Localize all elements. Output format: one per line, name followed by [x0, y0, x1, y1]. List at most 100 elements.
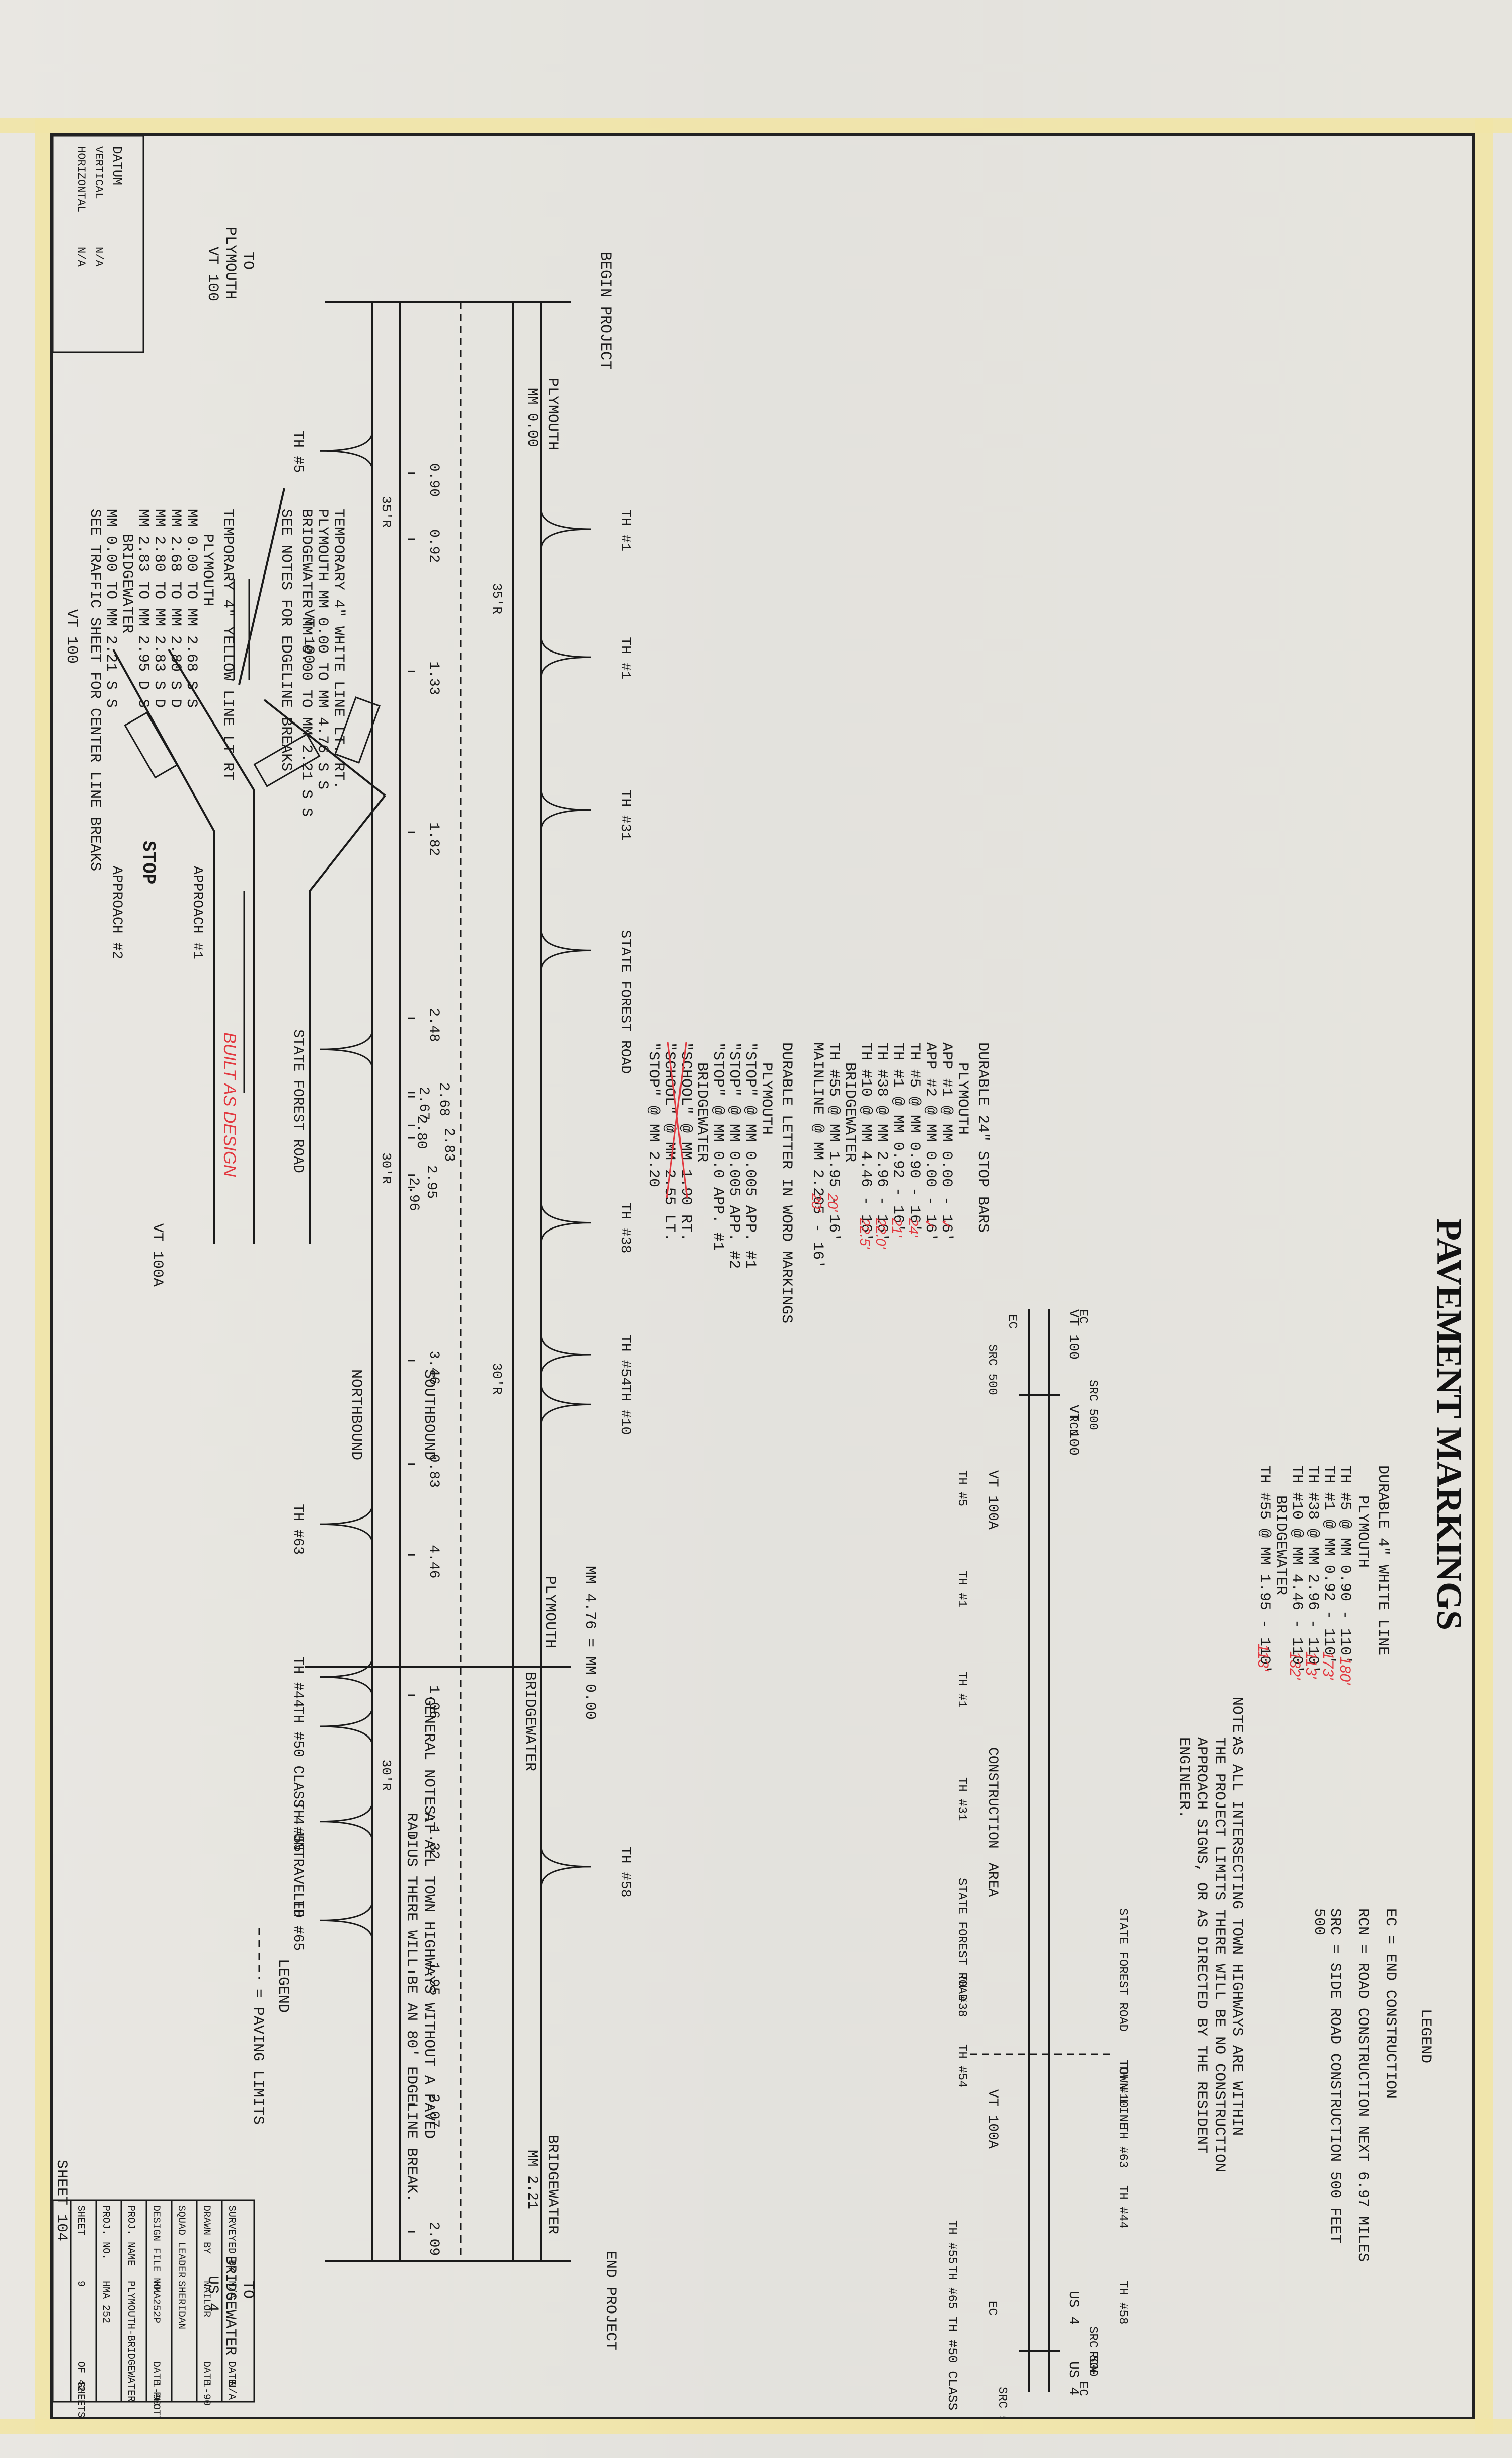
milepost-label: 2.96 — [406, 1177, 421, 1211]
temp-yellow-line: MM 2.80 TO MM 2.83 S D — [150, 509, 168, 708]
milepost-label: 2.95 — [423, 1165, 439, 1199]
to-left-label: VT 100 — [204, 247, 221, 301]
general-notes-label: GENERAL NOTES: — [420, 1697, 437, 1824]
to-left-label: TO — [239, 252, 256, 270]
temp-yellow-line: MM 0.00 TO MM 2.68 S S — [183, 509, 200, 708]
side-road-label: TH #55 — [290, 1801, 306, 1852]
general-notes-line: AT ALL TOWN HIGHWAYS WITHOUT A PAVED — [420, 1813, 437, 2139]
keymap-label: TH #63 — [1116, 2125, 1129, 2168]
keymap-vt100: VT 100 — [1065, 1309, 1081, 1360]
temp-yellow-line: SEE TRAFFIC SHEET FOR CENTER LINE BREAKS — [86, 509, 103, 871]
milepost-label: 2.80 — [413, 1115, 429, 1149]
stop-bars-block: DURABLE 24" STOP BARS PLYMOUTH APP #1 @ … — [809, 1042, 991, 1269]
title-block-cell: N/A — [225, 2281, 237, 2299]
keymap-label: EC — [985, 2301, 999, 2316]
key-map: VT 100 VT 100 VT 100A VT 100A CONSTRUCTI… — [945, 1309, 1131, 2417]
note-line-2: THE PROJECT LIMITS THERE WILL BE NO CONS… — [1211, 1737, 1228, 2172]
side-road-label: TH #31 — [617, 790, 633, 841]
side-road-label: TH #63 — [290, 1504, 306, 1555]
temp-yellow-line: MM 0.00 TO MM 2.21 S S — [102, 509, 119, 708]
handwritten-note: 113' — [1303, 1651, 1319, 1679]
end-mm-label: MM 2.21 — [524, 2150, 540, 2209]
legend-ec: EC = END CONSTRUCTION — [1382, 1908, 1399, 2099]
title-block-cell: SHEETS — [74, 2381, 86, 2417]
legend-rcn: RCN = ROAD CONSTRUCTION NEXT 6.97 MILES — [1354, 1908, 1371, 2262]
side-road-label: TH #65 — [290, 1900, 306, 1951]
keymap-label: RCN — [1066, 1415, 1079, 1436]
keymap-label: TH #44 — [1116, 2185, 1129, 2228]
y-intersection-detail: STOP VT 100 VT 100 APPROACH #1 APPROACH … — [63, 488, 386, 1287]
durable-white-title: DURABLE 4" WHITE LINE — [1374, 1465, 1391, 1655]
temp-yellow-title: TEMPORARY 4" YELLOW LINE LT RT — [219, 509, 236, 780]
word-markings-line: "STOP" @ MM 0.0 APP. #1 — [709, 1042, 726, 1251]
begin-town-label: PLYMOUTH — [544, 378, 561, 450]
milepost-label: 2.67 — [416, 1087, 431, 1120]
radius-label: 35'R — [489, 583, 504, 614]
keymap-label: STATE FOREST ROAD — [1116, 1908, 1129, 2032]
keymap-town-line: TOWN LINE — [1116, 2059, 1131, 2130]
note-label: NOTE: — [1228, 1697, 1245, 1742]
keymap-us4: US 4 — [1065, 2291, 1081, 2325]
word-markings-town-2: BRIDGEWATER — [693, 1062, 710, 1162]
side-road-label: TH #10 — [617, 1384, 633, 1435]
keymap-label: RCN — [1086, 2351, 1099, 2373]
title-block-cell: 1-90 — [200, 2381, 212, 2406]
temp-yellow-line: MM 2.83 TO MM 2.95 D S — [134, 509, 152, 708]
page-title: PAVEMENT MARKINGS — [1429, 1218, 1469, 1630]
side-road-label: TH #5 — [290, 430, 306, 473]
keymap-area: AREA — [985, 1863, 1000, 1897]
title-block-cell: DATE — [200, 2361, 212, 2385]
temp-white-title: TEMPORARY 4" WHITE LINE LT. RT. — [330, 509, 347, 789]
town-line-right-label: BRIDGEWATER — [521, 1672, 538, 1771]
side-road-label: TH #58 — [617, 1847, 633, 1898]
side-road-label: TH #44 — [290, 1657, 306, 1708]
northbound-label: NORTHBOUND — [347, 1369, 364, 1460]
datum-title: DATUM — [109, 146, 124, 185]
milepost-label: 1.95 — [426, 1962, 441, 1995]
keymap-construction: CONSTRUCTION — [985, 1747, 1000, 1849]
keymap-label: SRC 500 — [995, 2387, 1009, 2417]
handwritten-note: 132' — [1287, 1651, 1303, 1680]
word-markings-town-1: PLYMOUTH — [758, 1062, 775, 1135]
side-road-label: TH #38 — [617, 1203, 633, 1254]
side-road-label: STATE FOREST ROAD — [617, 930, 633, 1074]
milepost-label: 2.07 — [426, 2094, 441, 2128]
legend-title: LEGEND — [1417, 2009, 1434, 2063]
keymap-label: SRC 500 — [985, 1344, 999, 1395]
handwritten-note: 21' — [889, 1218, 905, 1238]
title-block-cell: PLYMOUTH-BRIDGEWATER — [125, 2281, 136, 2402]
keymap-label: TH #54 — [955, 2044, 968, 2087]
durable-white-line: TH #55 @ MM 1.95 - 110' — [1256, 1465, 1273, 1674]
legend-src: SRC = SIDE ROAD CONSTRUCTION 500 FEET — [1326, 1908, 1343, 2244]
title-block-cell: NAILOR — [200, 2281, 212, 2317]
note-block: NOTE: AS ALL INTERSECTING TOWN HIGHWAYS … — [1175, 1697, 1245, 2172]
stop-bars-town-2: BRIDGEWATER — [841, 1062, 858, 1162]
datum-box: DATUM VERTICAL HORIZONTAL N/A N/A — [53, 136, 144, 353]
handwritten-note: 22.5' — [857, 1218, 873, 1249]
title-block-cell: HMA 252 — [100, 2281, 111, 2323]
stop-bars-line: TH #55 @ MM 1.95 - 16' — [825, 1042, 842, 1242]
legend-block: LEGEND EC = END CONSTRUCTION RCN = ROAD … — [1310, 1908, 1434, 2262]
paving-legend-entry: = PAVING LIMITS — [249, 1989, 266, 2125]
datum-vertical-value: N/A — [92, 247, 105, 267]
milepost-label: 3.46 — [426, 1351, 441, 1385]
keymap-label: TH #5 — [955, 1470, 968, 1506]
milepost-label: 2.68 — [436, 1082, 451, 1116]
radius-label: 35'R — [379, 496, 394, 527]
radius-label: 30'R — [489, 1363, 504, 1394]
title-block-cell: DRAWN BY — [200, 2205, 212, 2254]
stop-bars-line: TH #5 @ MM 0.90 - 16' — [905, 1042, 923, 1233]
keymap-label: SRC 500 — [1086, 1380, 1099, 1430]
keymap-label: TH #65 — [945, 2266, 958, 2309]
durable-white-line: TH #10 @ MM 4.46 - 110' — [1288, 1465, 1305, 1674]
handwritten-note: 20' — [825, 1193, 841, 1212]
milepost-label: 2.83 — [441, 1128, 457, 1162]
word-markings-line: "STOP" @ MM 2.20 — [645, 1042, 662, 1187]
side-road-label: TH #1 — [617, 509, 633, 551]
title-block-cell: DESIGN FILE NO. — [150, 2205, 162, 2296]
datum-horizontal-value: N/A — [74, 247, 87, 267]
title-block-cell: 1-90 — [150, 2381, 162, 2406]
